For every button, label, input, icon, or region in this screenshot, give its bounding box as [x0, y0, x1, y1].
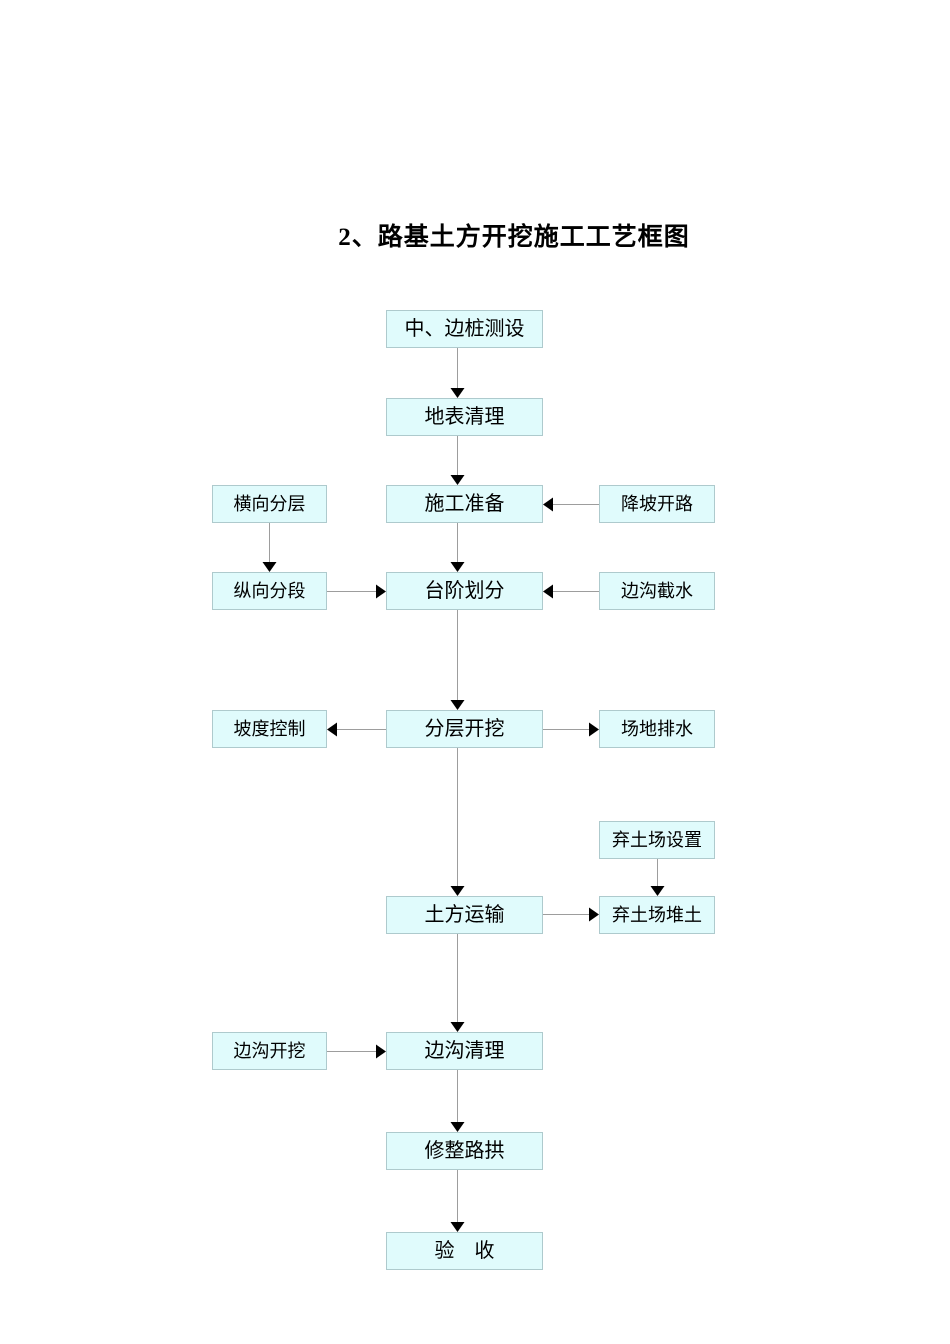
flow-node-ditch-water-interception: 边沟截水: [599, 572, 715, 610]
flow-node-ditch-cleanup: 边沟清理: [386, 1032, 543, 1070]
flow-node-stake-survey: 中、边桩测设: [386, 310, 543, 348]
arrowhead-road-crown-trim-to-acceptance: [450, 1222, 465, 1232]
flow-node-layered-excavation: 分层开挖: [386, 710, 543, 748]
flow-node-road-crown-trim: 修整路拱: [386, 1132, 543, 1170]
flow-node-site-drainage: 场地排水: [599, 710, 715, 748]
arrowhead-spoil-site-setup-to-spoil-site-piling: [650, 886, 665, 896]
page-title: 2、路基土方开挖施工工艺框图: [338, 224, 690, 251]
flow-node-ditch-excavation: 边沟开挖: [212, 1032, 327, 1070]
flow-node-slope-reduction-road: 降坡开路: [599, 485, 715, 523]
arrowhead-step-division-to-layered-excavation: [450, 700, 465, 710]
arrowhead-earth-transport-to-ditch-cleanup: [450, 1022, 465, 1032]
arrowhead-stake-survey-to-surface-clearing: [450, 388, 465, 398]
flow-node-step-division: 台阶划分: [386, 572, 543, 610]
arrowhead-slope-reduction-road-to-construction-prep: [543, 497, 553, 512]
flow-node-longitudinal-segmentation: 纵向分段: [212, 572, 327, 610]
flow-node-construction-prep: 施工准备: [386, 485, 543, 523]
arrowhead-ditch-excavation-to-ditch-cleanup: [376, 1044, 386, 1059]
arrowhead-transverse-layering-to-longitudinal-segmentation: [262, 562, 277, 572]
arrowhead-earth-transport-to-spoil-site-piling: [589, 907, 599, 922]
arrowhead-layered-excavation-to-slope-control: [327, 722, 337, 737]
arrowhead-layered-excavation-to-site-drainage: [589, 722, 599, 737]
arrowhead-surface-clearing-to-construction-prep: [450, 475, 465, 485]
flow-node-slope-control: 坡度控制: [212, 710, 327, 748]
arrowhead-construction-prep-to-step-division: [450, 562, 465, 572]
arrowhead-ditch-water-interception-to-step-division: [543, 584, 553, 599]
arrowhead-longitudinal-segmentation-to-step-division: [376, 584, 386, 599]
flow-node-acceptance: 验 收: [386, 1232, 543, 1270]
flow-node-transverse-layering: 横向分层: [212, 485, 327, 523]
flow-node-earth-transport: 土方运输: [386, 896, 543, 934]
flow-node-spoil-site-piling: 弃土场堆土: [599, 896, 715, 934]
arrowhead-ditch-cleanup-to-road-crown-trim: [450, 1122, 465, 1132]
flow-node-surface-clearing: 地表清理: [386, 398, 543, 436]
arrowhead-layered-excavation-to-earth-transport: [450, 886, 465, 896]
flow-node-spoil-site-setup: 弃土场设置: [599, 821, 715, 859]
